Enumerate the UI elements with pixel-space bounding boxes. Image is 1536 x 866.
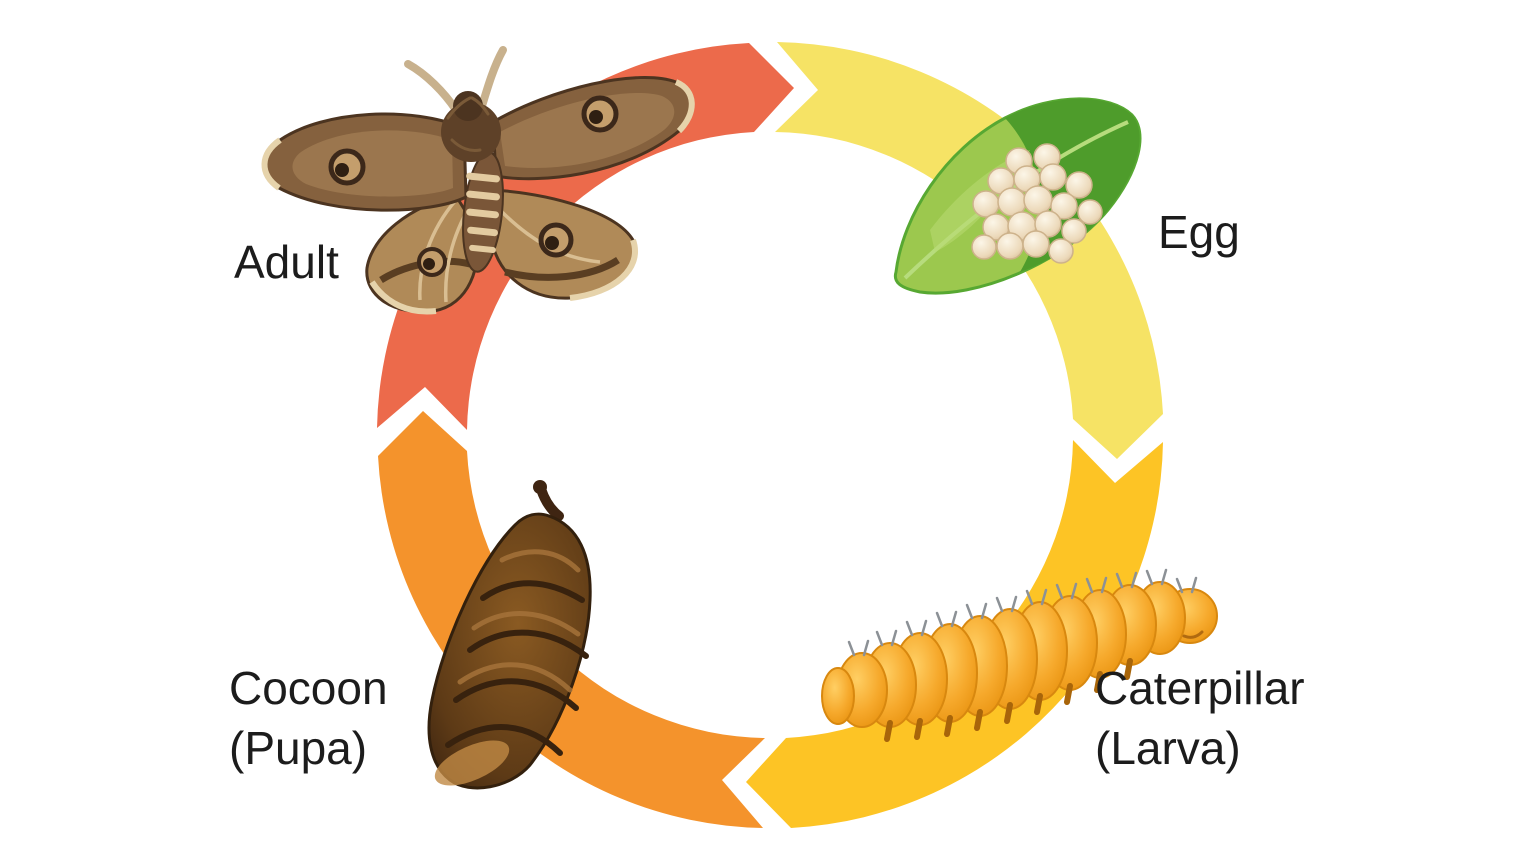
moth-body	[441, 91, 504, 273]
stage-label-caterpillar-main: Caterpillar	[1095, 662, 1305, 714]
caterpillar-mouth	[1182, 630, 1204, 639]
moth-eyespot-forewing-right	[581, 95, 619, 133]
stage-label-caterpillar-sub: (Larva)	[1095, 722, 1241, 774]
arrow-egg-to-caterpillar	[775, 42, 1163, 459]
moth-hindwing-right-fringe	[569, 238, 638, 301]
stage-label-adult: Adult	[234, 236, 339, 288]
moth-thorax	[441, 102, 501, 162]
moth-hindwing-left-fringe	[369, 280, 437, 315]
stage-label-cocoon-main: Cocoon	[229, 662, 388, 714]
caterpillar-segments	[821, 581, 1186, 728]
cocoon-stem-knob	[533, 480, 547, 494]
moth-forewing-right-inner	[500, 93, 675, 169]
moth-forewing-left-inner	[292, 130, 453, 197]
moth-abdomen-stripes	[466, 172, 500, 254]
arrow-cocoon-to-adult	[378, 411, 765, 828]
cocoon-illustration	[427, 480, 592, 790]
adult-moth-illustration	[261, 46, 695, 315]
moth-eyespot-hindwing-left	[417, 247, 447, 277]
cocoon-striations	[445, 580, 589, 756]
moth-thorax-fuzz	[446, 96, 490, 152]
stage-label-egg: Egg	[1158, 206, 1240, 258]
moth-antenna-right	[478, 46, 507, 110]
cocoon-highlights	[457, 549, 581, 693]
cycle-ring	[377, 42, 1163, 828]
stage-label-caterpillar: Caterpillar (Larva)	[1095, 658, 1305, 778]
caterpillar-tufts	[847, 568, 1198, 657]
stage-label-cocoon-sub: (Pupa)	[229, 722, 368, 774]
moth-forewing-left-fringe	[261, 137, 282, 191]
moth-eyespot-forewing-left	[328, 148, 366, 186]
moth-forewing-right-fringe	[674, 79, 695, 134]
arrow-caterpillar-to-cocoon	[746, 440, 1163, 828]
egg-cluster	[971, 143, 1103, 264]
cocoon-bottom-sheen	[434, 740, 510, 786]
egg-leaf-illustration	[893, 97, 1142, 295]
moth-hindwing-right-band	[504, 257, 620, 281]
caterpillar-legs	[884, 658, 1133, 742]
moth-antenna-left	[404, 60, 460, 114]
cocoon-stem	[536, 484, 564, 521]
caterpillar-illustration	[821, 568, 1218, 742]
arrow-adult-to-egg	[377, 43, 794, 430]
stage-label-cocoon: Cocoon (Pupa)	[229, 658, 388, 778]
moth-eyespot-hindwing-right	[538, 222, 574, 258]
